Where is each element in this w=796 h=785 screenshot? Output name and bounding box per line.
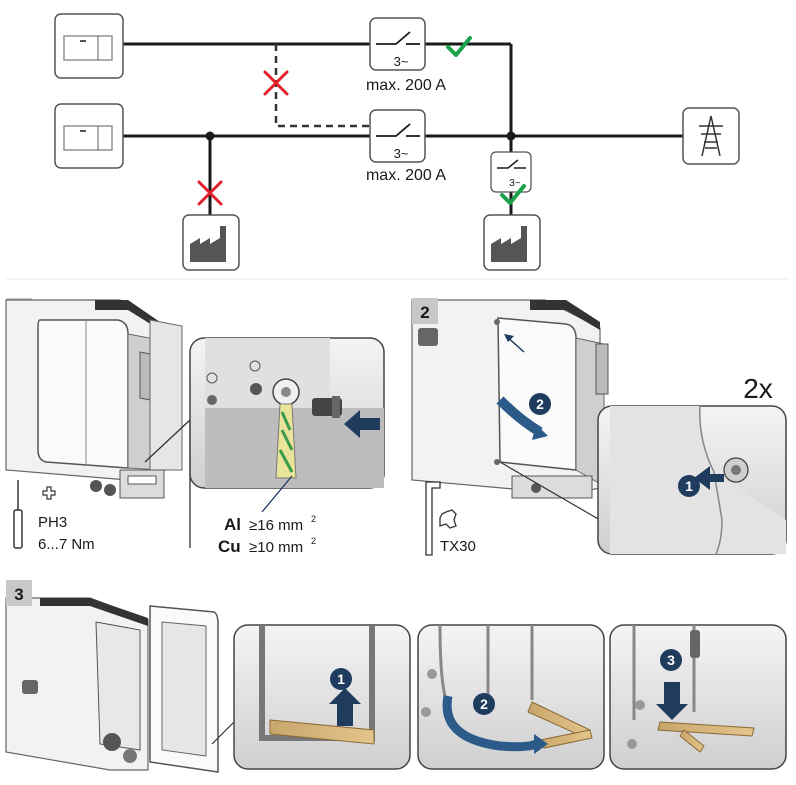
step-3-callout-3: 3 bbox=[667, 652, 675, 668]
torx-key-icon bbox=[425, 481, 441, 556]
wiring-schematic: 3~ max. 200 A 3~ max. 200 A 3~ bbox=[54, 13, 740, 271]
step-3-callout-3-badge bbox=[660, 649, 682, 671]
cross-icon bbox=[263, 70, 289, 96]
cu-sup: 2 bbox=[311, 536, 316, 546]
al-sup: 2 bbox=[311, 514, 316, 524]
load-icon bbox=[182, 214, 240, 271]
check-icon bbox=[500, 184, 526, 205]
lift-arrow-icon bbox=[329, 688, 361, 726]
step-2-callout-2: 2 bbox=[536, 396, 544, 412]
pull-arrow-icon bbox=[694, 466, 724, 490]
step-2-panel: 2 2 2x 1 TX30 bbox=[411, 298, 787, 556]
rotate-arrow-icon bbox=[534, 734, 548, 754]
step-1-torque: 6...7 Nm bbox=[38, 536, 95, 553]
insert-detail-zoom: 3 bbox=[609, 624, 787, 770]
step-2-badge bbox=[412, 298, 438, 324]
grid-pylon-icon bbox=[682, 107, 740, 165]
load-icon bbox=[483, 214, 541, 271]
phillips-bit-icon bbox=[42, 486, 56, 500]
torx-bit-icon bbox=[439, 509, 457, 529]
cu-value: ≥10 mm bbox=[249, 539, 303, 556]
step-1-panel: 1 bbox=[5, 298, 385, 556]
junction-dot bbox=[205, 131, 215, 141]
al-label: Al bbox=[224, 515, 241, 534]
step-2-tool-bit: TX30 bbox=[440, 538, 476, 555]
ground-detail-zoom bbox=[189, 337, 385, 513]
breaker-top-rating: max. 200 A bbox=[366, 77, 446, 94]
breaker-mid-rating: max. 200 A bbox=[366, 167, 446, 184]
junction-dot bbox=[506, 131, 516, 141]
open-arrow-icon bbox=[532, 424, 548, 440]
check-icon bbox=[446, 36, 472, 57]
step-2-number: 2 bbox=[420, 303, 429, 322]
step-3-callout-2-badge bbox=[473, 693, 495, 715]
inverter-icon bbox=[54, 103, 124, 169]
cu-label: Cu bbox=[218, 537, 241, 556]
breaker-top-phase: 3~ bbox=[394, 54, 409, 69]
step-3-panel: 3 1 2 bbox=[5, 580, 787, 773]
step-1-tool-bit: PH3 bbox=[38, 514, 67, 531]
callout-1-badge bbox=[678, 475, 700, 497]
breaker-right-icon: 3~ bbox=[490, 151, 532, 193]
screwdriver-icon bbox=[13, 480, 23, 549]
al-value: ≥16 mm bbox=[249, 517, 303, 534]
step-3-callout-1-badge bbox=[330, 668, 352, 690]
callout-2-badge bbox=[529, 393, 551, 415]
step-3-callout-2: 2 bbox=[480, 696, 488, 712]
inverter-icon bbox=[54, 13, 124, 79]
step-3-callout-1: 1 bbox=[337, 671, 345, 687]
cross-icon bbox=[197, 180, 223, 206]
insert-arrow-icon bbox=[656, 682, 688, 720]
push-arrow-icon bbox=[344, 410, 380, 438]
breaker-mid-icon: 3~ bbox=[369, 109, 426, 163]
step-3-number: 3 bbox=[14, 585, 23, 604]
breaker-mid-phase: 3~ bbox=[394, 146, 409, 161]
step-3-badge bbox=[6, 580, 32, 606]
forbidden-dashed-path bbox=[274, 44, 370, 128]
step-2-repeat: 2x bbox=[743, 373, 773, 404]
inverter-illustration bbox=[5, 299, 183, 499]
breaker-right-phase: 3~ bbox=[509, 178, 521, 189]
screw-detail-zoom: 1 bbox=[597, 405, 787, 555]
lift-detail-zoom: 1 bbox=[233, 624, 411, 770]
breaker-top-icon: 3~ bbox=[369, 17, 426, 71]
rotate-detail-zoom: 2 bbox=[417, 624, 605, 770]
step-2-callout-1: 1 bbox=[685, 478, 693, 494]
